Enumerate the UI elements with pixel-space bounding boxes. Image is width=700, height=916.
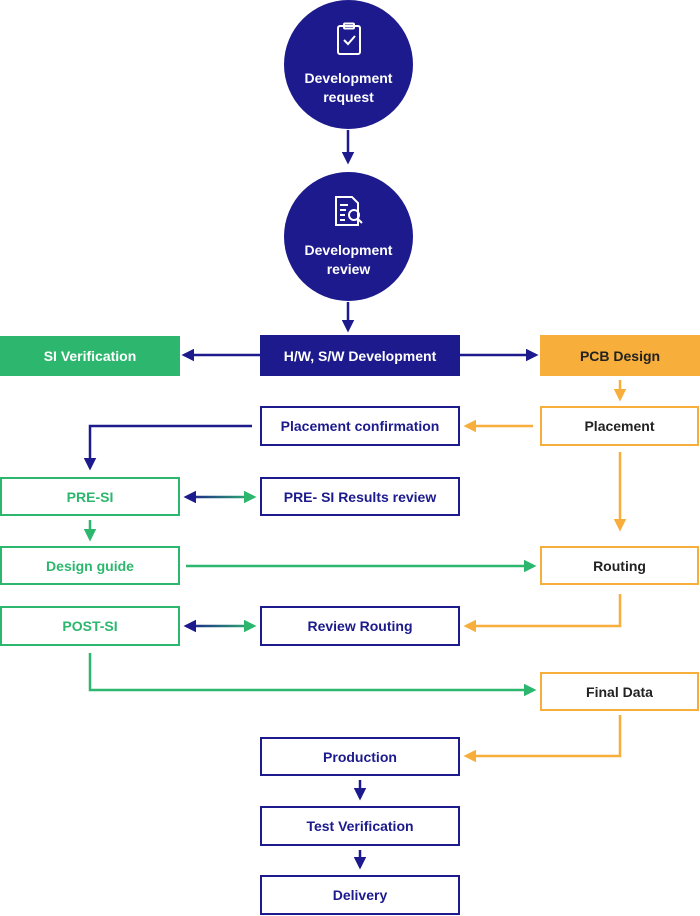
routing-box: Routing	[540, 546, 699, 585]
development-request-label: Development request	[304, 70, 393, 105]
delivery-box: Delivery	[260, 875, 460, 915]
pre-si-box: PRE-SI	[0, 477, 180, 516]
placement-confirmation-box: Placement confirmation	[260, 406, 460, 446]
arrow-final-to-production	[463, 715, 622, 763]
review-routing-box: Review Routing	[260, 606, 460, 646]
pcb-design-box: PCB Design	[540, 335, 700, 376]
arrow-confirmation-to-presi	[83, 424, 252, 471]
final-data-box: Final Data	[540, 672, 699, 711]
placement-box: Placement	[540, 406, 699, 446]
development-review-label: Development review	[304, 242, 393, 277]
post-si-box: POST-SI	[0, 606, 180, 646]
si-verification-box: SI Verification	[0, 336, 180, 376]
document-search-icon	[332, 194, 366, 233]
development-review-node: Development review	[284, 172, 413, 301]
arrow-routing-to-review	[463, 594, 622, 633]
arrow-postsi-to-final-data	[88, 653, 537, 697]
test-verification-box: Test Verification	[260, 806, 460, 846]
hw-sw-development-box: H/W, S/W Development	[260, 335, 460, 376]
production-box: Production	[260, 737, 460, 776]
design-guide-box: Design guide	[0, 546, 180, 585]
pre-si-results-review-box: PRE- SI Results review	[260, 477, 460, 516]
development-request-node: Development request	[284, 0, 413, 129]
clipboard-check-icon	[334, 22, 364, 61]
